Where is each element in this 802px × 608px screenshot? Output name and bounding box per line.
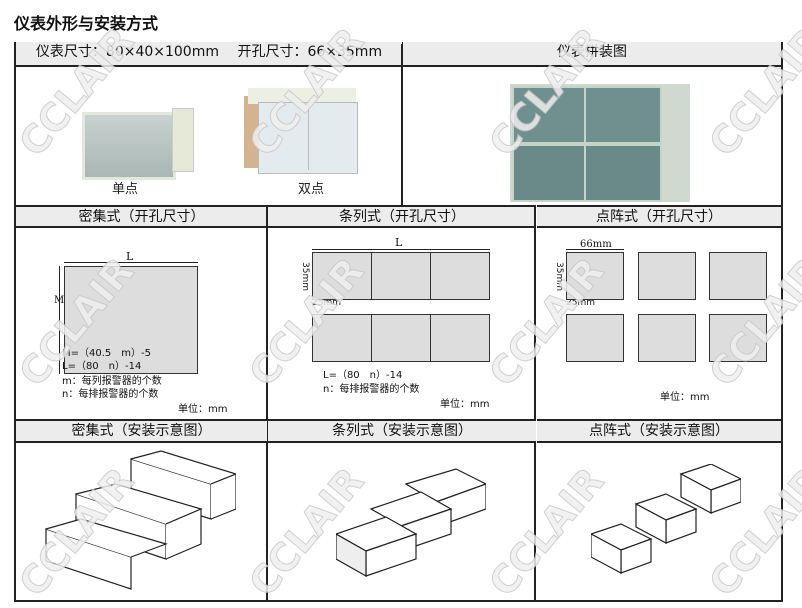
dense-install-diagram: [45, 450, 236, 590]
dot-install-header: 点阵式（安装示意图）: [537, 419, 781, 443]
cutout: [430, 314, 490, 362]
assembly-header: 仪表拼装图: [403, 42, 781, 67]
meter-sketch: [45, 518, 168, 590]
dim-width-arrow: [566, 249, 624, 250]
formula-l: L=（80 n）-14: [62, 361, 142, 372]
installation-table: 仪表尺寸：80×40×100mm 开孔尺寸：66×35mm 仪表拼装图 单点 双…: [14, 42, 783, 602]
dim-l-arrow: [64, 262, 198, 263]
meter-sketch: [336, 516, 418, 578]
dot-cutout-header: 点阵式（开孔尺寸）: [537, 205, 781, 228]
formula-l: L=（80 n）-14: [323, 370, 403, 381]
meter-sketch: [591, 523, 653, 574]
cutout: [566, 252, 624, 300]
size-header: 仪表尺寸：80×40×100mm 开孔尺寸：66×35mm: [16, 42, 402, 67]
dim-gap-label: 25mm: [566, 298, 595, 308]
dense-install-header: 密集式（安装示意图）: [16, 419, 267, 443]
dense-cutout: [64, 266, 198, 374]
meter-sketch: [679, 464, 741, 514]
dim-m-arrow: [59, 266, 60, 374]
dim-width-label: 66mm: [580, 239, 612, 250]
cutout: [709, 314, 767, 362]
strip-cutout-header: 条列式（开孔尺寸）: [268, 205, 536, 228]
dim-height-label: 35mm: [554, 262, 564, 291]
dim-l-label: L: [395, 236, 403, 249]
dense-cutout-header: 密集式（开孔尺寸）: [16, 205, 267, 228]
unit-label: 单位：mm: [178, 404, 228, 415]
unit-label: 单位：mm: [660, 392, 710, 403]
cutout: [371, 252, 431, 300]
cutout: [371, 314, 431, 362]
strip-install-diagram: [336, 468, 486, 578]
formula-m: M=（40.5 m）-5: [62, 348, 151, 359]
single-point-label: 单点: [112, 182, 139, 197]
dim-l-label: L: [126, 250, 134, 263]
cutout: [430, 252, 490, 300]
double-point-label: 双点: [298, 182, 325, 197]
meter-assembly-image: [510, 84, 690, 202]
double-point-meter-image: [244, 88, 364, 174]
meter-sketch: [130, 450, 236, 520]
dot-install-diagram: [591, 464, 741, 574]
unit-label: 单位：mm: [440, 399, 490, 410]
note-n: n：每排报警器的个数: [323, 384, 420, 395]
note-m: m：每列报警器的个数: [62, 376, 162, 387]
cutout: [312, 314, 372, 362]
cutout: [709, 252, 767, 300]
page-title: 仪表外形与安装方式: [14, 14, 159, 33]
cutout: [312, 252, 372, 300]
cutout: [638, 252, 696, 300]
strip-install-header: 条列式（安装示意图）: [268, 419, 536, 443]
meter-sketch: [634, 493, 698, 544]
cutout: [566, 314, 624, 362]
note-n: n：每排报警器的个数: [62, 389, 159, 400]
dim-l-arrow: [312, 249, 490, 250]
dim-gap-label: 25mm: [312, 298, 341, 308]
cutout: [638, 314, 696, 362]
single-point-meter-image: [82, 104, 194, 180]
dim-height-label: 35mm: [300, 262, 310, 291]
